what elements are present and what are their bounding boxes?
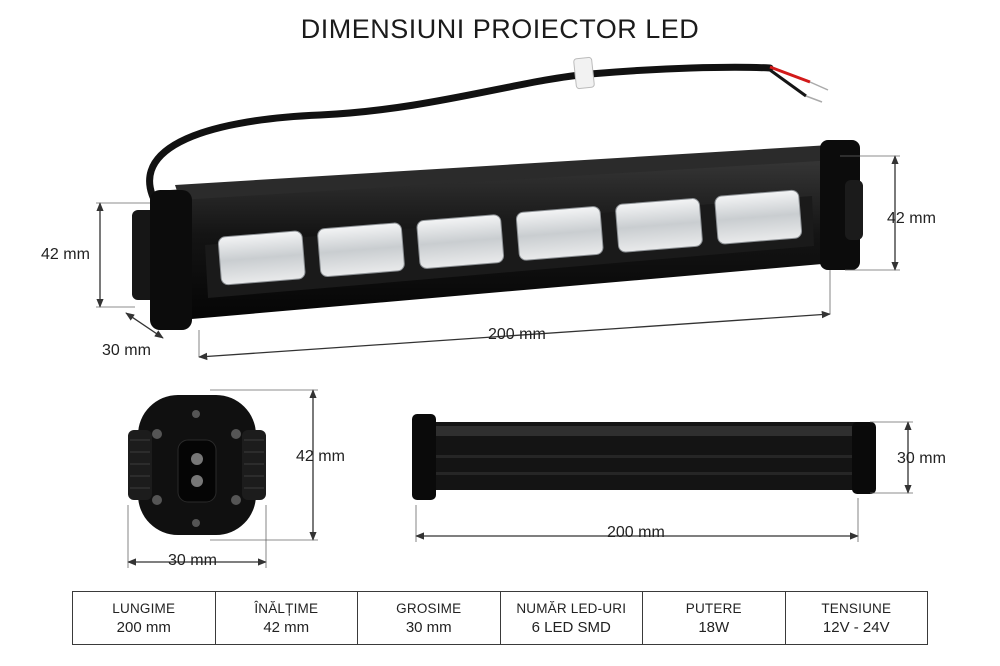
spec-label: LUNGIME xyxy=(112,601,176,616)
back-view xyxy=(412,414,876,500)
spec-value: 6 LED SMD xyxy=(531,619,611,636)
dim-label-main-depth: 30 mm xyxy=(102,342,151,359)
page-title: DIMENSIUNI PROIECTOR LED xyxy=(300,14,700,44)
wire-red xyxy=(769,65,811,84)
dim-label-end-width: 30 mm xyxy=(168,552,217,569)
spec-cell: PUTERE 18W xyxy=(642,591,786,645)
dim-label-main-height-right: 42 mm xyxy=(887,210,936,227)
spec-cell: NUMĂR LED-URI 6 LED SMD xyxy=(499,591,643,645)
spec-value: 42 mm xyxy=(263,619,310,636)
light-bar-main xyxy=(132,140,863,330)
power-cable xyxy=(146,56,829,214)
specs-row: LUNGIME 200 mm ÎNĂLȚIME 42 mm GROSIME 30 mm NU… xyxy=(72,591,928,645)
spec-cell: LUNGIME 200 mm xyxy=(72,591,216,645)
spec-label: NUMĂR LED-URI xyxy=(516,601,627,616)
spec-label: GROSIME xyxy=(396,601,462,616)
spec-cell: GROSIME 30 mm xyxy=(357,591,501,645)
dim-label-end-height: 42 mm xyxy=(296,448,345,465)
spec-value: 18W xyxy=(698,619,730,636)
dim-line-main-length xyxy=(198,310,831,361)
spec-label: TENSIUNE xyxy=(821,601,892,616)
cable-label-tag xyxy=(573,56,595,90)
dim-label-main-height: 42 mm xyxy=(41,246,90,263)
spec-cell: TENSIUNE 12V - 24V xyxy=(784,591,928,645)
led-lens xyxy=(317,222,405,278)
led-lenses xyxy=(217,189,803,286)
dim-line-main-depth xyxy=(125,312,164,339)
dim-label-back-height: 30 mm xyxy=(897,450,946,467)
spec-value: 200 mm xyxy=(116,619,171,636)
dim-label-back-length: 200 mm xyxy=(607,524,665,541)
led-lens xyxy=(615,198,703,253)
end-view xyxy=(128,395,266,535)
spec-cell: ÎNĂLȚIME 42 mm xyxy=(214,591,358,645)
spec-value: 30 mm xyxy=(405,619,452,636)
led-lens xyxy=(217,230,306,286)
spec-label: PUTERE xyxy=(685,601,742,616)
dim-label-main-length: 200 mm xyxy=(488,326,546,343)
wire-black xyxy=(769,68,807,98)
spec-label: ÎNĂLȚIME xyxy=(254,601,319,616)
led-lens xyxy=(515,206,604,261)
led-lens xyxy=(416,214,505,269)
spec-value: 12V - 24V xyxy=(822,619,890,636)
led-lens xyxy=(714,189,803,245)
specs-table: LUNGIME 200 mm ÎNĂLȚIME 42 mm GROSIME 30 mm NU… xyxy=(72,591,928,645)
